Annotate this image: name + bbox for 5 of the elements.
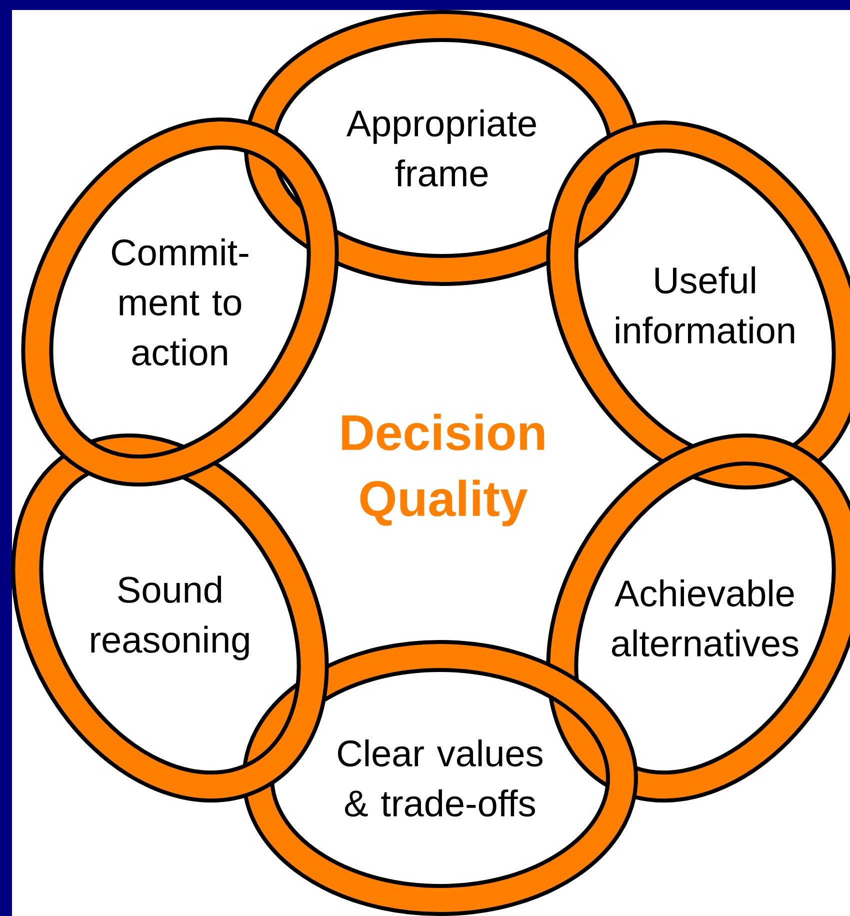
ring: Useful information [546, 120, 850, 490]
ring: Sound reasoning [11, 433, 329, 803]
center-heading: Decision Quality [342, 414, 544, 526]
ring: Commit- ment to action [21, 117, 339, 487]
ring: Achievable alternatives [546, 433, 850, 803]
